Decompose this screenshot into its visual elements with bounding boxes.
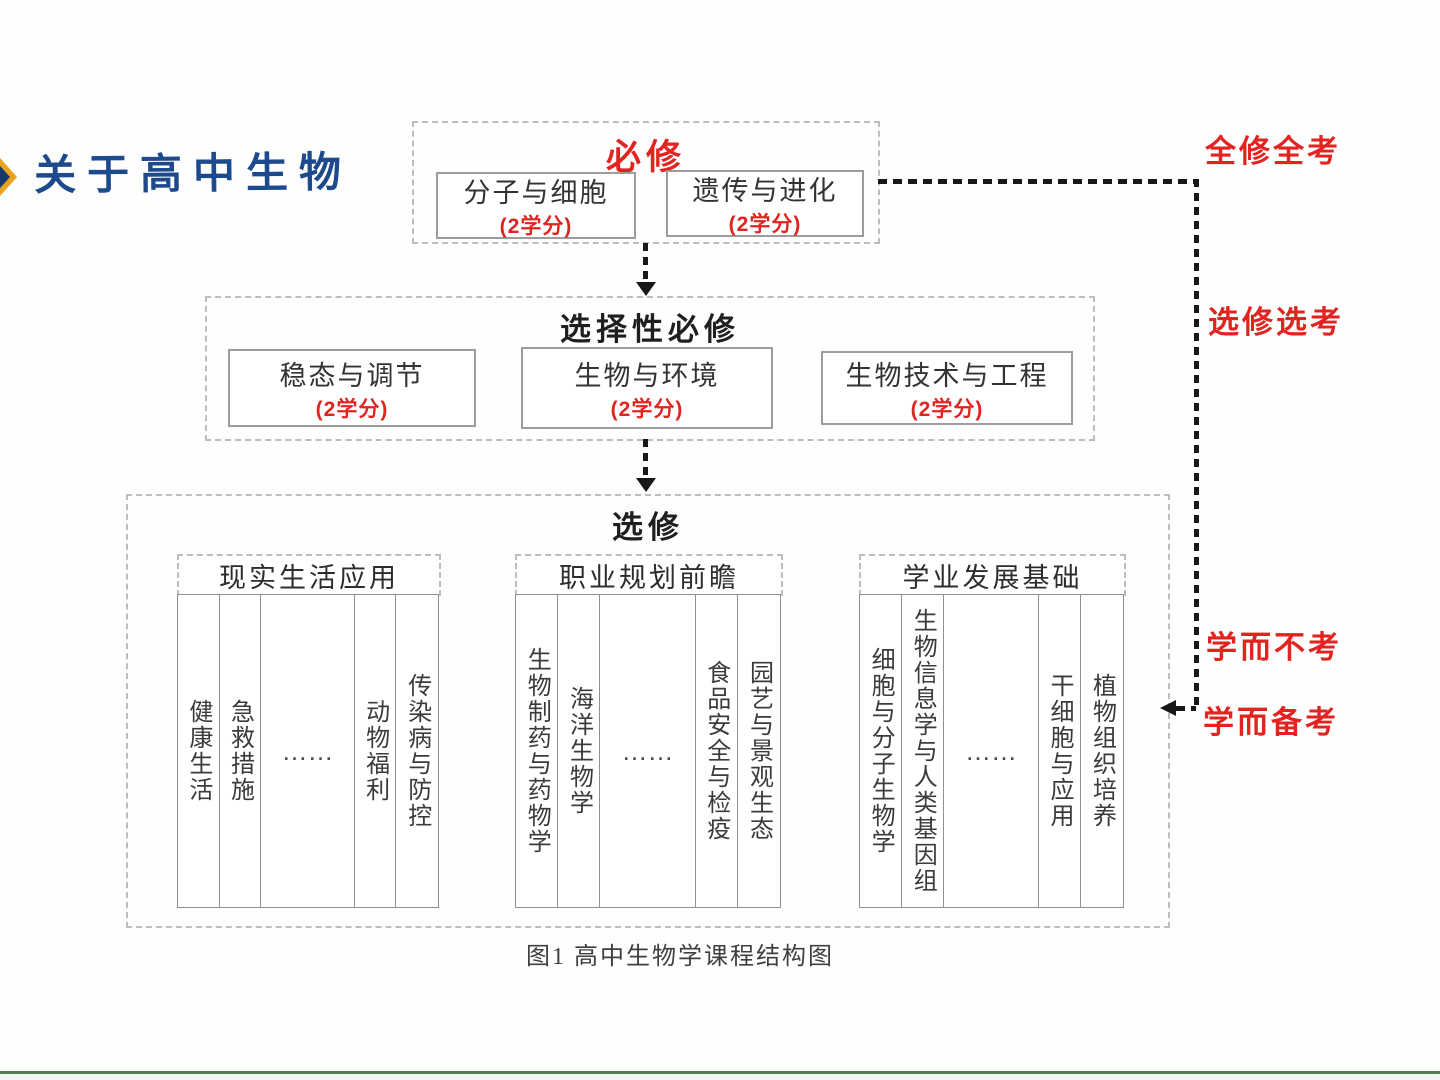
play-bullet-icon [0, 158, 17, 196]
ellipsis-label: …… [964, 735, 1017, 766]
course-box-molecules-cells: 分子与细胞 (2学分) [436, 172, 636, 239]
group-header-career-planning: 职业规划前瞻 [515, 554, 783, 596]
elective-section: 选修 现实生活应用 健康生活 急救措施 …… 动物福利 传染病与防控 职业规划前… [126, 494, 1170, 928]
flow-arrow-1-line [643, 243, 648, 283]
course-credit: (2学分) [910, 397, 984, 421]
group-table-academic-foundation: 细胞与分子生物学 生物信息学与人类基因组 …… 干细胞与应用 植物组织培养 [859, 594, 1124, 908]
course-column: 急救措施 [220, 595, 262, 907]
course-label: 植物组织培养 [1088, 673, 1116, 829]
flow-arrow-2-line [643, 439, 648, 479]
group-header-real-life: 现实生活应用 [177, 554, 441, 596]
course-credit: (2学分) [315, 397, 389, 421]
course-name: 遗传与进化 [692, 176, 838, 206]
course-box-biotech-engineering: 生物技术与工程 (2学分) [821, 351, 1073, 425]
course-credit: (2学分) [499, 215, 573, 238]
course-name: 稳态与调节 [279, 360, 425, 391]
course-column: 细胞与分子生物学 [860, 595, 903, 907]
connector-bottom-line [1176, 706, 1196, 711]
elective-section-title: 选修 [612, 510, 684, 545]
course-label: 园艺与景观生态 [745, 660, 773, 842]
required-section: 必修 分子与细胞 (2学分) 遗传与进化 (2学分) [412, 121, 880, 244]
course-column: 园艺与景观生态 [738, 595, 780, 907]
connector-top-line [878, 179, 1196, 184]
slide-title: 关于高中生物 [33, 148, 353, 199]
ellipsis-column: …… [261, 595, 355, 907]
course-box-genetics-evolution: 遗传与进化 (2学分) [666, 170, 864, 237]
figure-caption: 图1 高中生物学课程结构图 [526, 944, 834, 970]
course-label: 海洋生物学 [565, 686, 593, 816]
course-label: 动物福利 [361, 699, 389, 803]
connector-arrow-head-icon [1160, 700, 1176, 716]
course-label: 食品安全与检疫 [702, 660, 730, 842]
course-name: 生物与环境 [574, 360, 720, 391]
course-column: 海洋生物学 [558, 595, 601, 907]
course-label: 生物制药与药物学 [523, 647, 551, 855]
course-column: 动物福利 [355, 595, 397, 907]
course-column: 生物信息学与人类基因组 [902, 595, 945, 907]
course-box-homeostasis-regulation: 稳态与调节 (2学分) [228, 349, 476, 427]
course-label: 生物信息学与人类基因组 [909, 608, 937, 894]
group-table-career-planning: 生物制药与药物学 海洋生物学 …… 食品安全与检疫 园艺与景观生态 [515, 594, 781, 908]
flow-arrow-2-head-icon [636, 478, 656, 492]
group-header-academic-foundation: 学业发展基础 [859, 554, 1126, 596]
selective-required-section: 选择性必修 稳态与调节 (2学分) 生物与环境 (2学分) 生物技术与工程 (2… [205, 296, 1095, 441]
course-box-biology-environment: 生物与环境 (2学分) [521, 347, 773, 429]
ellipsis-column: …… [600, 595, 696, 907]
course-label: 传染病与防控 [403, 673, 431, 829]
bottom-divider-line [0, 1071, 1440, 1074]
course-label: 急救措施 [226, 699, 254, 803]
course-credit: (2学分) [728, 213, 802, 236]
course-name: 分子与细胞 [463, 178, 609, 208]
course-label: 健康生活 [184, 699, 212, 803]
course-label: 干细胞与应用 [1045, 673, 1073, 829]
course-column: 干细胞与应用 [1039, 595, 1081, 907]
group-table-real-life: 健康生活 急救措施 …… 动物福利 传染病与防控 [177, 594, 439, 908]
course-column: 传染病与防控 [396, 595, 438, 907]
selective-required-section-title: 选择性必修 [560, 312, 740, 347]
course-name: 生物技术与工程 [845, 360, 1049, 391]
course-column: 健康生活 [178, 595, 220, 907]
course-credit: (2学分) [610, 397, 684, 421]
annotation-elective-study-elective-exam: 选修选考 [1208, 305, 1344, 340]
bottom-divider-strip [0, 1074, 1440, 1080]
course-column: 生物制药与药物学 [516, 595, 559, 907]
annotation-full-study-full-exam: 全修全考 [1205, 134, 1341, 169]
course-column: 植物组织培养 [1081, 595, 1123, 907]
flow-arrow-1-head-icon [636, 282, 656, 296]
ellipsis-label: …… [621, 735, 674, 766]
course-column: 食品安全与检疫 [696, 595, 738, 907]
course-label: 细胞与分子生物学 [867, 647, 895, 855]
ellipsis-column: …… [944, 595, 1039, 907]
annotation-study-prepare-exam: 学而备考 [1203, 705, 1339, 740]
ellipsis-label: …… [281, 735, 334, 766]
annotation-study-no-exam: 学而不考 [1206, 630, 1342, 665]
connector-vertical-line [1194, 179, 1199, 708]
